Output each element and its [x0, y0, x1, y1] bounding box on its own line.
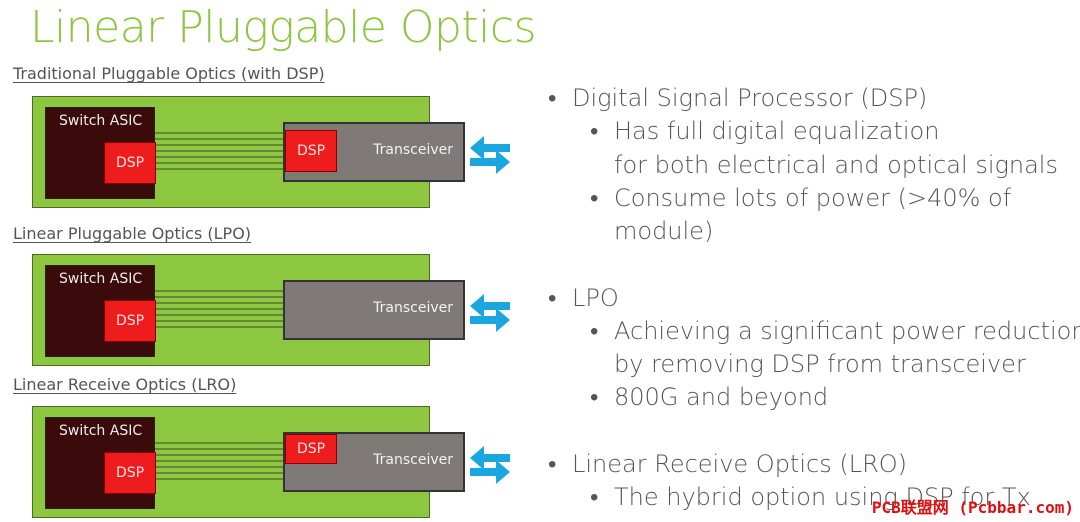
- bullet-dsp-sub2: •Consume lots of power (>40% of: [590, 184, 1012, 212]
- asic-dsp: DSP: [104, 142, 156, 184]
- board-lpo: Switch ASIC DSP Transceiver: [32, 254, 465, 366]
- transceiver-dsp: DSP: [285, 130, 337, 172]
- bullet-lro-head: Linear Receive Optics (LRO): [572, 450, 908, 478]
- switch-asic: Switch ASIC DSP: [45, 417, 156, 509]
- signal-traces: [153, 290, 285, 328]
- board-traditional: Switch ASIC DSP DSP Transceiver: [32, 96, 465, 208]
- transceiver-dsp-tx: DSP: [285, 434, 337, 464]
- switch-asic-label: Switch ASIC: [59, 113, 143, 129]
- switch-asic-label: Switch ASIC: [59, 271, 143, 287]
- bidirectional-arrow-icon: [470, 294, 510, 332]
- switch-asic: Switch ASIC DSP: [45, 107, 156, 199]
- bullet-lpo-sub1: •Achieving a significant power reduction: [590, 317, 1080, 346]
- section-label-traditional: Traditional Pluggable Optics (with DSP): [13, 64, 325, 83]
- bullet-lro: •Linear Receive Optics (LRO): [548, 450, 908, 478]
- bullet-lpo-sub1-cont: by removing DSP from transceiver: [614, 350, 1026, 378]
- transceiver: DSP Transceiver: [283, 432, 465, 492]
- section-label-lpo: Linear Pluggable Optics (LPO): [13, 224, 252, 243]
- signal-traces: [153, 132, 285, 170]
- bullet-dsp-head: Digital Signal Processor (DSP): [572, 84, 928, 112]
- bullet-lpo: •LPO: [548, 284, 619, 312]
- section-label-lro: Linear Receive Optics (LRO): [13, 375, 237, 394]
- bullet-text: Has full digital equalization: [614, 117, 940, 145]
- transceiver: Transceiver: [283, 280, 465, 340]
- bullet-text: Achieving a significant power reduction: [614, 317, 1080, 345]
- board-lro: Switch ASIC DSP DSP Transceiver: [32, 406, 465, 518]
- transceiver-label: Transceiver: [373, 300, 453, 316]
- asic-dsp: DSP: [104, 452, 156, 494]
- asic-dsp: DSP: [104, 300, 156, 342]
- transceiver-label: Transceiver: [373, 142, 453, 158]
- bidirectional-arrow-icon: [470, 136, 510, 174]
- watermark: PCB联盟网 (Pcbbar.com): [871, 498, 1074, 517]
- bullet-text: The hybrid option using DSP for Tx: [614, 483, 1031, 511]
- signal-traces: [153, 442, 285, 480]
- switch-asic-label: Switch ASIC: [59, 423, 143, 439]
- transceiver: DSP Transceiver: [283, 122, 465, 182]
- bullet-lro-sub1: •The hybrid option using DSP for Tx: [590, 483, 1031, 511]
- switch-asic: Switch ASIC DSP: [45, 265, 156, 357]
- bullet-lpo-head: LPO: [572, 284, 619, 312]
- transceiver-label: Transceiver: [373, 452, 453, 468]
- bullet-text: 800G and beyond: [614, 383, 829, 411]
- bidirectional-arrow-icon: [470, 446, 510, 484]
- bullet-lpo-sub2: •800G and beyond: [590, 383, 829, 411]
- bullet-dsp: •Digital Signal Processor (DSP): [548, 84, 928, 112]
- page-title: Linear Pluggable Optics: [30, 2, 537, 53]
- bullet-dsp-sub1-cont: for both electrical and optical signals: [614, 151, 1058, 179]
- bullet-text: Consume lots of power (>40% of: [614, 184, 1012, 212]
- bullet-dsp-sub2-cont: module): [614, 217, 714, 245]
- bullet-dsp-sub1: •Has full digital equalization: [590, 117, 940, 145]
